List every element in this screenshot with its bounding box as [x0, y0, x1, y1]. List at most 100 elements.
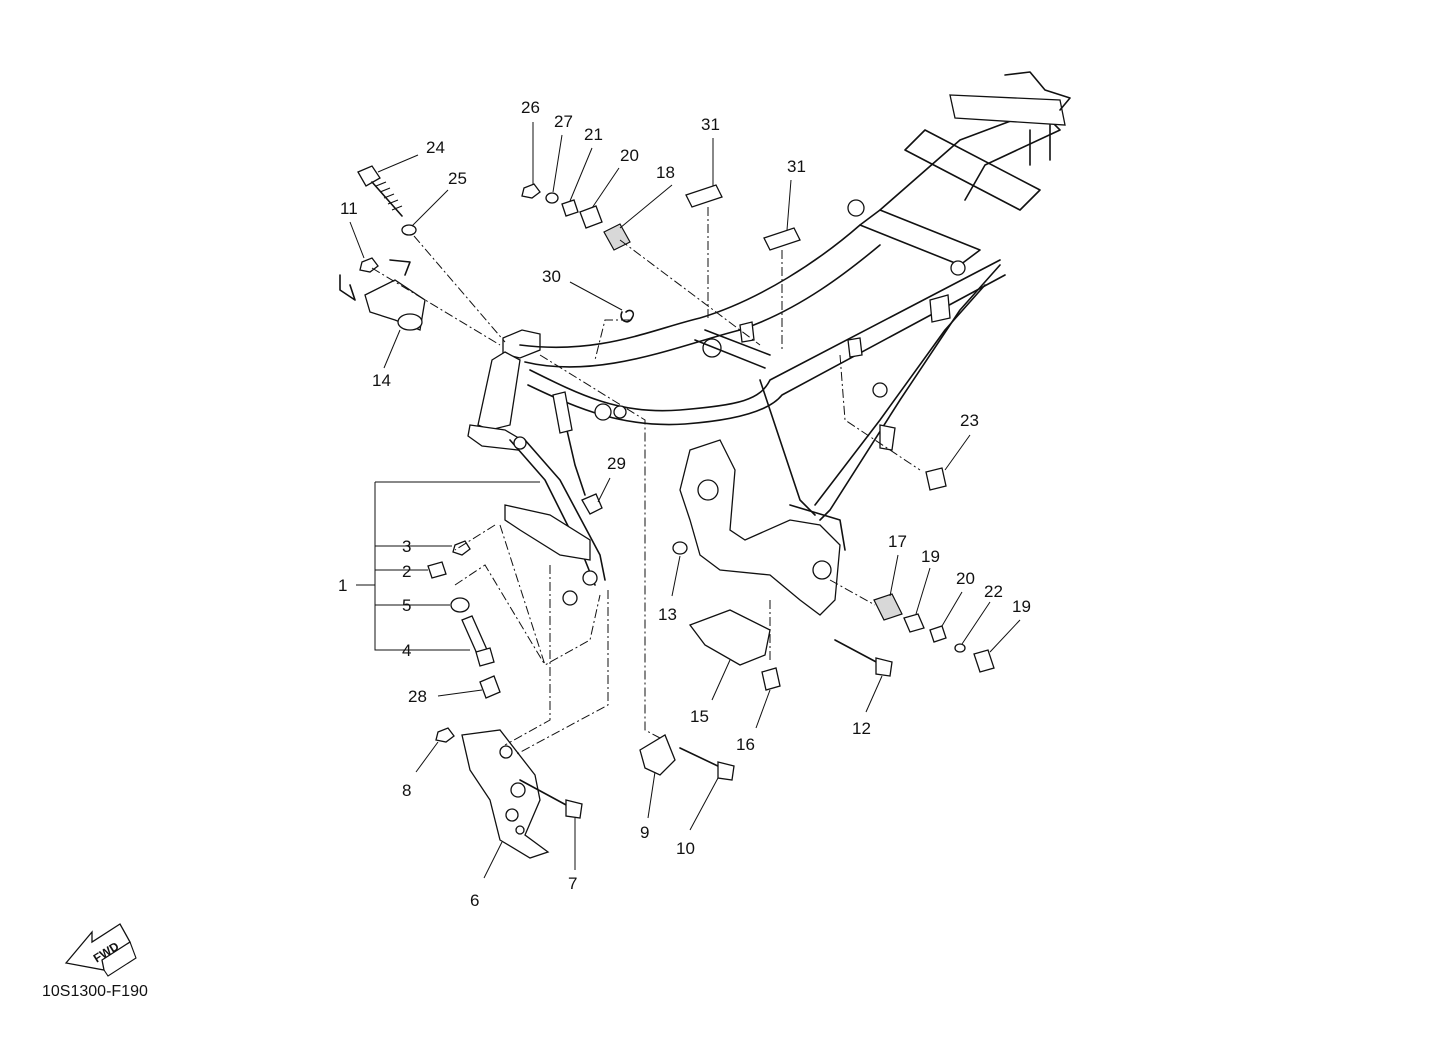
part-5-washer [450, 597, 470, 613]
cable-clip [552, 391, 573, 434]
callout-18: 18 [656, 163, 675, 182]
part-31-pad-b [763, 227, 801, 251]
pivot-hole-lower [812, 560, 832, 580]
frame-tab-3 [739, 321, 755, 343]
part-10-bolt [679, 747, 735, 781]
callout-8: 8 [402, 781, 411, 800]
leader-lines [349, 122, 1021, 879]
callout-16: 16 [736, 735, 755, 754]
frame-boss-5 [847, 199, 865, 217]
callout-25: 27 [554, 112, 573, 131]
callout-19-lower: 19 [921, 547, 940, 566]
part-23-bolt [925, 467, 947, 491]
part-18-damper [603, 223, 631, 251]
callout-9: 9 [640, 823, 649, 842]
callout-23: 23 [960, 411, 979, 430]
frame-boss-7 [872, 382, 888, 398]
fwd-arrow-icon: FWD [64, 923, 137, 977]
part-12-bolt [834, 639, 893, 677]
frame-boss-2 [594, 403, 612, 421]
part-19-bushing [579, 205, 603, 229]
callout-20-upper: 21 [584, 125, 603, 144]
frame-tab-2 [879, 424, 896, 451]
steering-head-bottom [467, 424, 523, 451]
rear-cross-plate [904, 129, 1041, 211]
callout-14: 14 [372, 371, 391, 390]
part-30-clip [620, 309, 635, 323]
rear-down-tube [819, 264, 1001, 521]
rear-tab [1004, 71, 1071, 111]
callout-12: 12 [852, 719, 871, 738]
top-tube-left [519, 224, 861, 349]
pivot-hole-upper [697, 479, 719, 501]
callout-27: 25 [448, 169, 467, 188]
callout-5: 5 [402, 596, 411, 615]
part-4-bolt [461, 615, 495, 667]
part-26-bolt [357, 165, 403, 217]
part-13-washer [672, 541, 688, 555]
front-engine-bracket [504, 504, 591, 561]
callout-3: 3 [402, 537, 411, 556]
part-19-bushing-lower [903, 613, 925, 633]
rear-uprights [1029, 124, 1051, 166]
rear-bracket-plate [949, 94, 1066, 126]
top-tube-left-inner [524, 244, 881, 368]
frame-boss-6 [950, 260, 966, 276]
pivot-gusset [789, 504, 846, 551]
callout-28: 28 [408, 687, 427, 706]
part-2-bolt [427, 561, 447, 579]
part-25-washer [545, 192, 559, 204]
part-22-bolt [973, 649, 995, 673]
front-down-tube-inner [524, 439, 606, 581]
part-7-bolt [519, 779, 583, 819]
rear-down-tube-inner [814, 284, 986, 506]
frame-gusset-rear [929, 294, 951, 323]
center-tube [759, 379, 816, 516]
callout-4: 4 [402, 641, 411, 660]
callout-13: 13 [658, 605, 677, 624]
part-6-guard-plate [461, 729, 550, 859]
callout-2: 2 [402, 562, 411, 581]
part-28-clip [479, 675, 501, 699]
mount-boss-a [582, 570, 598, 586]
part-27-o-ring [401, 224, 417, 236]
callout-22: 19 [1012, 597, 1031, 616]
part-29-clamp [581, 493, 603, 515]
callout-7: 7 [568, 874, 577, 893]
part-14-bracket [339, 259, 426, 331]
part-20-collar [561, 199, 579, 217]
callout-29: 29 [607, 454, 626, 473]
part-8-nut [435, 727, 455, 743]
lower-main-tube [529, 259, 1001, 412]
callout-15: 15 [690, 707, 709, 726]
callout-1: 1 [338, 576, 347, 595]
part-15-bracket [688, 609, 771, 666]
frame-tab-1 [847, 337, 863, 358]
part-20-collar-lower [929, 625, 947, 643]
callout-11: 11 [340, 199, 358, 218]
callout-17: 17 [888, 532, 907, 551]
part-24-nut [521, 183, 541, 199]
callout-21: 22 [984, 582, 1003, 601]
part-9-plate [639, 734, 676, 776]
callout-6: 6 [470, 891, 479, 910]
main-frame [467, 71, 1071, 616]
tank-mount-bracket [694, 329, 771, 369]
callout-19-upper: 20 [620, 146, 639, 165]
frame-boss-1 [513, 436, 527, 450]
assembly-lines [371, 207, 921, 756]
callout-31-left: 31 [701, 115, 720, 134]
steering-head-tube [477, 351, 521, 431]
part-3-nut [452, 540, 471, 556]
callout-31-right: 31 [787, 157, 806, 176]
cross-member-upper [859, 209, 981, 266]
frame-boss-4 [702, 338, 722, 358]
part-17-damper [873, 593, 903, 621]
part-31-pad-a [685, 184, 723, 208]
callout-20-lower: 20 [956, 569, 975, 588]
callout-10: 10 [676, 839, 695, 858]
part-16-bolt [761, 667, 781, 691]
pivot-plate [679, 439, 841, 616]
